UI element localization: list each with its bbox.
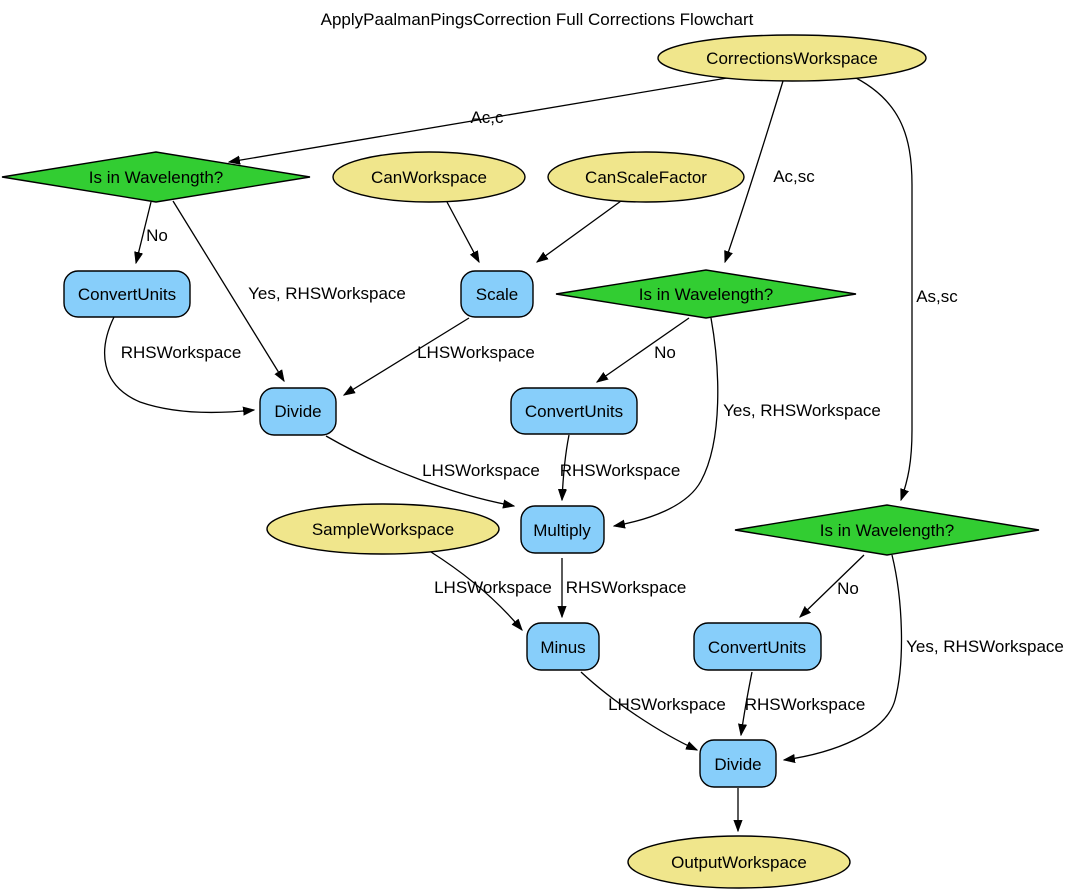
edge-decision3-yes-to-divide2 (784, 554, 903, 760)
node-label: Is in Wavelength? (820, 521, 955, 540)
node-can-scale-factor: CanScaleFactor (547, 151, 745, 203)
workspace-ellipse (266, 503, 500, 555)
edge-labels: Ac,c Ac,sc As,sc No Yes, RHSWorkspace RH… (121, 108, 1064, 714)
edge-label-no-3: No (837, 579, 859, 598)
process-box (520, 505, 605, 554)
node-scale: Scale (460, 270, 534, 318)
edge-minus-to-divide2 (580, 671, 697, 751)
process-box (526, 622, 600, 671)
edge-label-lhsworkspace-3: LHSWorkspace (434, 578, 552, 597)
node-label: Divide (274, 402, 321, 421)
node-divide-2: Divide (699, 739, 777, 788)
edge-canworkspace-to-scale (446, 201, 479, 262)
decision-diamond (555, 269, 857, 319)
edge-label-rhsworkspace-2: RHSWorkspace (560, 461, 681, 480)
node-decision-wavelength-2: Is in Wavelength? (555, 269, 857, 319)
edge-corrections-to-decision2 (725, 80, 784, 262)
edge-label-rhsworkspace-3: RHSWorkspace (566, 578, 687, 597)
node-label: Multiply (533, 521, 591, 540)
node-label: ConvertUnits (708, 638, 806, 657)
edge-decision1-no-to-convertunits1 (136, 201, 152, 263)
diagram-title: ApplyPaalmanPingsCorrection Full Correct… (321, 10, 754, 29)
workspace-ellipse (657, 34, 927, 82)
edge-divide1-to-multiply (325, 435, 514, 506)
edge-label-lhsworkspace-4: LHSWorkspace (608, 695, 726, 714)
node-label: ConvertUnits (525, 402, 623, 421)
node-label: SampleWorkspace (312, 520, 454, 539)
edge-label-lhsworkspace-2: LHSWorkspace (422, 461, 540, 480)
process-box (699, 739, 777, 788)
decision-diamond (1, 151, 311, 203)
edge-label-as-sc: As,sc (916, 287, 958, 306)
node-label: CanWorkspace (371, 168, 487, 187)
node-label: Is in Wavelength? (89, 168, 224, 187)
edge-label-yes-2: Yes, RHSWorkspace (723, 401, 881, 420)
edge-convertunits1-to-divide1 (103, 316, 254, 413)
process-box (460, 270, 534, 318)
edge-convertunits2-to-multiply (562, 434, 570, 500)
process-box (259, 387, 337, 436)
node-sample-workspace: SampleWorkspace (266, 503, 500, 555)
node-multiply: Multiply (520, 505, 605, 554)
edge-decision2-no-to-convertunits2 (597, 317, 690, 382)
edge-decision3-no-to-convertunits3 (800, 554, 865, 617)
edge-label-no-1: No (146, 226, 168, 245)
node-label: CanScaleFactor (585, 168, 707, 187)
edge-label-rhsworkspace-1: RHSWorkspace (121, 343, 242, 362)
process-box (693, 622, 822, 671)
node-output-workspace: OutputWorkspace (627, 835, 851, 889)
decision-diamond (734, 504, 1040, 556)
node-decision-wavelength-3: Is in Wavelength? (734, 504, 1040, 556)
edge-decision1-yes-to-divide1 (172, 200, 284, 381)
edge-label-yes-1: Yes, RHSWorkspace (248, 284, 406, 303)
edge-label-ac-sc: Ac,sc (773, 167, 815, 186)
edges (103, 73, 913, 831)
edge-canscalefactor-to-scale (537, 200, 622, 262)
node-can-workspace: CanWorkspace (332, 151, 526, 203)
node-label: CorrectionsWorkspace (706, 49, 878, 68)
process-box (510, 387, 638, 435)
edge-sampleworkspace-to-minus (430, 551, 522, 630)
node-convert-units-3: ConvertUnits (693, 622, 822, 671)
edge-corrections-to-decision3 (847, 73, 913, 500)
edge-label-yes-3: Yes, RHSWorkspace (906, 637, 1064, 656)
node-convert-units-1: ConvertUnits (63, 270, 191, 318)
node-label: ConvertUnits (78, 285, 176, 304)
node-convert-units-2: ConvertUnits (510, 387, 638, 435)
node-label: Is in Wavelength? (639, 285, 774, 304)
node-label: Divide (714, 755, 761, 774)
workspace-ellipse (547, 151, 745, 203)
node-label: OutputWorkspace (671, 853, 807, 872)
node-corrections-workspace: CorrectionsWorkspace (657, 34, 927, 82)
node-decision-wavelength-1: Is in Wavelength? (1, 151, 311, 203)
edge-label-rhsworkspace-4: RHSWorkspace (745, 695, 866, 714)
process-box (63, 270, 191, 318)
edge-convertunits3-to-divide2 (741, 671, 753, 735)
edge-decision2-yes-to-multiply (614, 317, 719, 526)
edge-label-no-2: No (654, 343, 676, 362)
node-divide-1: Divide (259, 387, 337, 436)
node-label: Minus (540, 638, 585, 657)
edge-label-lhsworkspace-1: LHSWorkspace (417, 343, 535, 362)
edge-label-ac-c: Ac,c (470, 108, 504, 127)
node-minus: Minus (526, 622, 600, 671)
edge-corrections-to-decision1 (229, 76, 734, 162)
workspace-ellipse (332, 151, 526, 203)
node-label: Scale (476, 285, 519, 304)
edge-scale-to-divide1 (344, 317, 470, 395)
workspace-ellipse (627, 835, 851, 889)
